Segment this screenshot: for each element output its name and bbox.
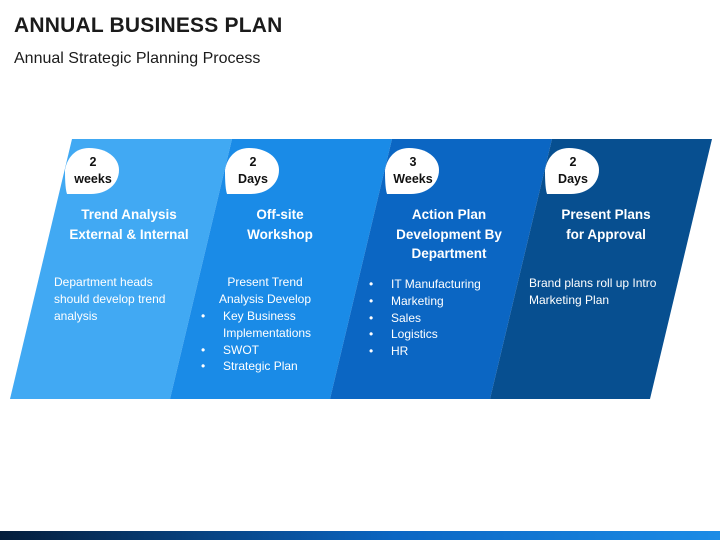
stage-4-duration-value: 2 — [569, 155, 577, 170]
stage-2-description: Present Trend Analysis Develop — [218, 275, 312, 306]
stage-3-duration-badge: 3 Weeks — [383, 146, 443, 196]
stage-3-title: Action Plan Development By Department — [374, 205, 524, 264]
stage-3-bullet-item: Marketing — [369, 293, 499, 310]
stage-4-title-line-2: for Approval — [566, 226, 646, 242]
stage-3-title-line-3: Department — [411, 246, 487, 262]
stage-3-bullet-item: IT Manufacturing — [369, 276, 499, 293]
stage-3-duration-value: 3 — [409, 155, 417, 170]
stage-3-bullet-item: Sales — [369, 310, 499, 327]
stage-3-badge-shape — [385, 148, 439, 194]
stage-4-title: Present Plans for Approval — [531, 205, 681, 244]
bottom-accent-bar — [0, 531, 720, 540]
stage-1-title: Trend Analysis External & Internal — [54, 205, 204, 244]
stage-1-title-line-1: Trend Analysis — [81, 207, 177, 222]
stage-2-badge-shape — [225, 148, 279, 194]
stage-4-duration-unit: Days — [558, 172, 588, 186]
stage-4-duration-badge: 2 Days — [543, 146, 603, 196]
stage-3-bullet-list: IT Manufacturing Marketing Sales Logisti… — [369, 276, 499, 360]
stage-4-badge-shape — [545, 148, 599, 194]
stage-3-bullet-item: Logistics — [369, 326, 499, 343]
stage-4-description: Brand plans roll up Intro Marketing Plan — [529, 276, 657, 307]
stage-3-bullet-item: HR — [369, 343, 499, 360]
stage-2-bullet-item: SWOT — [201, 342, 331, 359]
stage-3-title-line-1: Action Plan — [411, 207, 487, 222]
stage-2-bullet-item: Key Business Implementations — [201, 308, 331, 342]
stage-3-duration-unit: Weeks — [393, 172, 433, 186]
stage-2-duration-value: 2 — [249, 155, 257, 170]
stage-1-duration-badge: 2 weeks — [63, 146, 123, 196]
stage-2-title: Off-site Workshop — [205, 205, 355, 244]
stage-4-title-line-1: Present Plans — [561, 207, 651, 222]
stage-2-bullet-list: Key Business Implementations SWOT Strate… — [201, 308, 331, 375]
stage-2-duration-unit: Days — [238, 172, 268, 186]
stage-1-badge-shape — [65, 148, 119, 194]
stage-1-title-line-2: External & Internal — [69, 226, 189, 242]
page-title: ANNUAL BUSINESS PLAN — [14, 14, 283, 37]
stage-1-duration-unit: weeks — [74, 172, 112, 186]
stage-3-title-line-2: Development By — [396, 226, 502, 242]
stage-1-duration-value: 2 — [89, 155, 97, 170]
page-subtitle: Annual Strategic Planning Process — [14, 50, 261, 67]
stage-1-description: Department heads should develop trend an… — [54, 275, 166, 323]
stage-2-title-line-1: Off-site — [256, 207, 304, 222]
stage-2-duration-badge: 2 Days — [223, 146, 283, 196]
stage-2-bullet-item: Strategic Plan — [201, 358, 331, 375]
stage-2-title-line-2: Workshop — [247, 226, 313, 242]
